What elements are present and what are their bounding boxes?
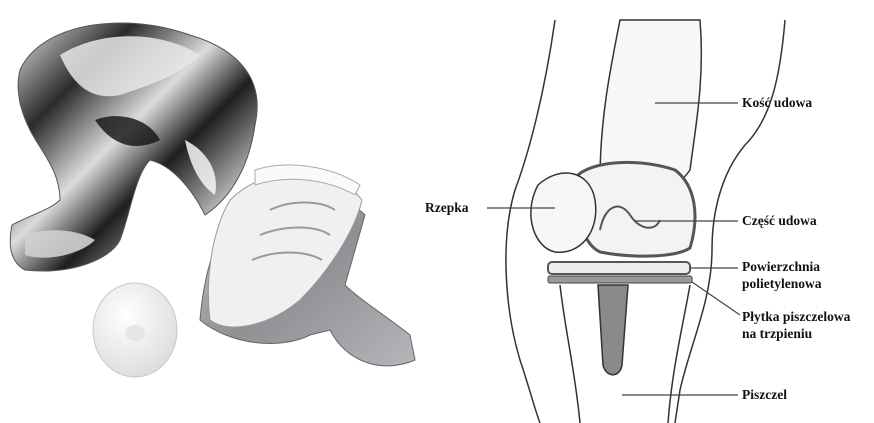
label-polyethylene-line2: polietylenowa [742,275,822,292]
label-femur: Kość udowa [742,94,812,111]
label-tibial-tray-line1: Płytka piszczelowa [742,308,850,325]
polyethylene-insert [548,262,690,274]
patella [531,173,596,252]
label-tibial-tray-line2: na trzpieniu [742,325,812,342]
label-tibia: Piszczel [742,386,787,403]
label-polyethylene-line1: Powierzchnia [742,258,820,275]
label-patella: Rzepka [425,199,469,216]
leader-tray [692,282,740,315]
tibial-tray [548,276,692,283]
tibial-stem [598,285,628,375]
label-femoral-part: Część udowa [742,212,817,229]
